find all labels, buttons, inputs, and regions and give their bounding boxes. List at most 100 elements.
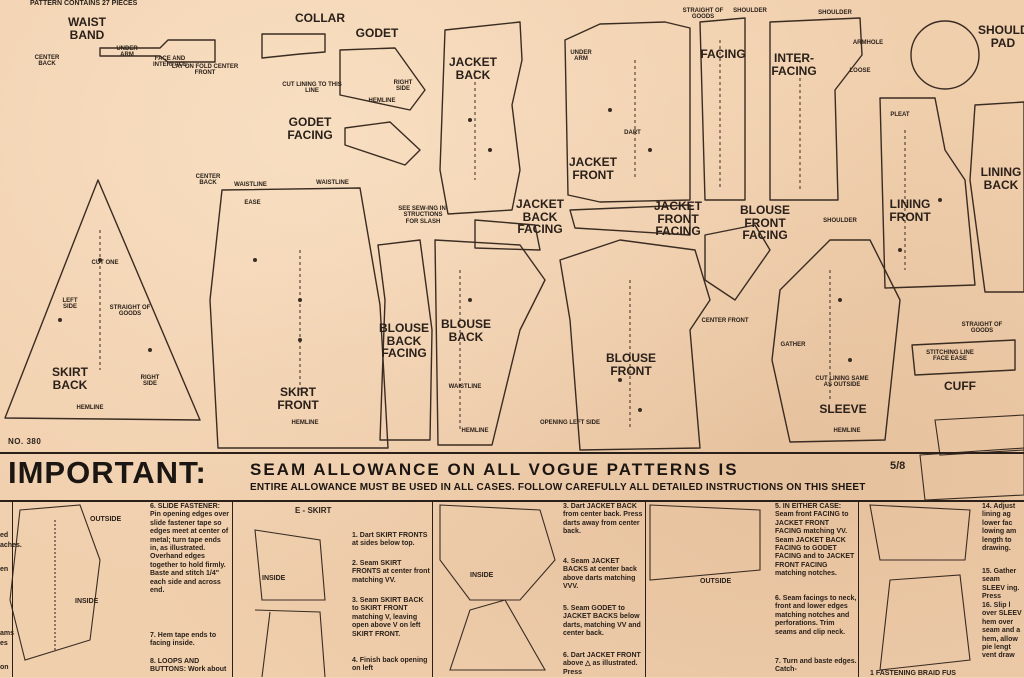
jacket-front-facing-outline <box>569 204 691 236</box>
blouse-front-outline <box>559 239 711 451</box>
marking-hemline-godet: HEMLINE <box>368 98 396 104</box>
marking-hemline-blouse: HEMLINE <box>461 428 489 434</box>
jacket-back-facing-outline <box>474 219 541 251</box>
shoulder-pad-outline <box>910 20 980 90</box>
label-facing: FACING <box>700 47 746 61</box>
jacket-front-outline <box>564 21 691 203</box>
marking-shoulder-top: SHOULDER <box>733 8 767 14</box>
skirt-front-outline <box>209 187 389 449</box>
col7-step15: 15. Gather seam SLEEV ing. Press <box>982 568 1020 601</box>
ruler-sketch <box>934 414 1024 456</box>
lining-back-outline <box>969 101 1024 293</box>
label-skirt-back: SKIRT BACK <box>52 365 88 392</box>
col3-heading: E - SKIRT <box>295 506 332 515</box>
label-collar: COLLAR <box>295 11 345 25</box>
label-shoulder-pad: SHOULDER PAD <box>978 23 1024 50</box>
marking-center-front: CENTER FRONT <box>701 318 749 324</box>
marking-loose: LOOSE <box>849 68 871 74</box>
godet-outline <box>339 47 426 111</box>
godet-facing-outline <box>344 121 421 166</box>
marking-dart-jacket: DART <box>624 130 641 136</box>
skirt-seam-sketch <box>254 609 326 677</box>
label-blouse-front-facing: BLOUSE FRONT FACING <box>739 203 790 243</box>
marking-straight-goods-skirt-back: STRAIGHT OF GOODS <box>109 305 151 318</box>
label-godet-facing: GODET FACING <box>287 115 333 142</box>
entire-allowance-text: ENTIRE ALLOWANCE MUST BE USED IN ALL CAS… <box>250 482 866 493</box>
label-waist-band: WAIST BAND <box>68 15 106 42</box>
label-skirt-front: SKIRT FRONT <box>277 385 319 412</box>
marking-cut-lining-same: CUT LINING SAME AS OUTSIDE <box>815 376 869 389</box>
jacket-back-outline <box>439 21 523 215</box>
cuff-outline <box>911 339 1016 376</box>
waist-band-outline <box>99 39 216 63</box>
col5-outside-label: OUTSIDE <box>700 578 732 585</box>
label-blouse-front: BLOUSE FRONT <box>605 351 656 378</box>
marking-center-back: CENTER BACK <box>34 55 60 68</box>
col4-step3: 3. Dart JACKET BACK from center back. Pr… <box>563 503 643 536</box>
marking-under-arm-jacket: UNDER ARM <box>570 50 592 63</box>
header-partial: PATTERN CONTAINS 27 PIECES <box>30 0 138 7</box>
important-heading: IMPORTANT: <box>8 455 207 490</box>
marking-hemline-skirt-back: HEMLINE <box>76 405 104 411</box>
fragment-3: en <box>0 566 9 573</box>
facing-sketch <box>649 504 761 581</box>
lining-front-outline <box>879 97 976 289</box>
marking-pleat: PLEAT <box>890 112 910 118</box>
marking-waistline: WAISTLINE <box>234 182 267 188</box>
label-godet: GODET <box>355 26 399 40</box>
sleeve-outline <box>771 239 901 443</box>
seam-allowance-fraction: 5/8 <box>890 460 906 472</box>
col6-step6: 6. Seam facings to neck, front and lower… <box>775 595 857 636</box>
marking-cut-lining: CUT LINING TO THIS LINE <box>282 82 342 95</box>
jacket-back-sketch <box>439 504 556 601</box>
col7-fastening: 1 FASTENING BRAID FUS <box>870 670 956 677</box>
marking-straight-goods-top: STRAIGHT OF GOODS <box>682 8 724 21</box>
lining-sketch <box>879 574 971 671</box>
marking-center-back-skirt-front: CENTER BACK <box>195 174 221 187</box>
marking-armhole: ARMHOLE <box>852 40 884 46</box>
marking-left-side: LEFT SIDE <box>62 298 78 311</box>
marking-right-side-skirt: RIGHT SIDE <box>140 375 160 388</box>
instruction-divider-4 <box>645 500 646 677</box>
fragment-5: es <box>0 640 8 647</box>
col4-step4: 4. Seam JACKET BACKS at center back abov… <box>563 558 637 591</box>
col7-step14: 14. Adjust lining ag lower fac lowing am… <box>982 503 1017 553</box>
label-blouse-back: BLOUSE BACK <box>440 317 491 344</box>
fragment-6: on <box>0 664 9 671</box>
instruction-divider-5 <box>858 500 859 677</box>
label-jacket-front: JACKET FRONT <box>568 155 617 182</box>
instruction-divider-1 <box>12 500 13 677</box>
marking-waistline-blouse: WAISTLINE <box>448 384 482 390</box>
marking-ease: EASE <box>244 200 261 206</box>
label-blouse-back-facing: BLOUSE BACK FACING <box>378 321 429 361</box>
marking-see-sewing: SEE SEW-ING IN-STRUCTIONS FOR SLASH <box>398 206 448 225</box>
skirt-back-outline <box>4 179 201 421</box>
col6-step5: 5. IN EITHER CASE: Seam front FACING to … <box>775 503 855 578</box>
marking-opening: OPENING LEFT SIDE <box>540 420 601 426</box>
marking-face-interface: FACE AND INTERFACE <box>152 56 187 69</box>
label-jacket-front-facing: JACKET FRONT FACING <box>653 199 702 239</box>
marking-waistline-2: WAISTLINE <box>316 180 349 186</box>
col4-step6: 6. Dart JACKET FRONT above △ as illustra… <box>563 652 641 676</box>
seam-allowance-text: SEAM ALLOWANCE ON ALL VOGUE PATTERNS IS <box>250 460 739 479</box>
pattern-number: NO. 380 <box>8 437 42 446</box>
marking-straight-goods-cuff: STRAIGHT OF GOODS <box>961 322 1003 335</box>
blouse-front-facing-outline <box>704 224 771 301</box>
label-inter-facing: INTER-FACING <box>771 51 817 78</box>
important-banner <box>0 452 1024 502</box>
skirt-dart-sketch <box>254 529 326 601</box>
blouse-back-outline <box>434 239 546 446</box>
fragment-4: ams <box>0 630 15 637</box>
label-jacket-back-facing: JACKET BACK FACING <box>515 197 564 237</box>
label-lining-back: LINING BACK <box>980 165 1022 192</box>
tape-measure-sketch <box>919 447 1024 501</box>
marking-hemline-skirt-front: HEMLINE <box>291 420 319 426</box>
label-sleeve: SLEEVE <box>819 402 867 416</box>
col7-step16: 16. Slip l over SLEEV hem over seam and … <box>982 602 1022 660</box>
col3-step4: 4. Finish back opening on left <box>352 657 428 673</box>
col2-outside-label: OUTSIDE <box>90 516 122 523</box>
fragment-1: ed <box>0 532 9 539</box>
label-cuff: CUFF <box>944 379 976 393</box>
col2-step6: 6. SLIDE FASTENER: Pin opening edges ove… <box>150 503 229 595</box>
